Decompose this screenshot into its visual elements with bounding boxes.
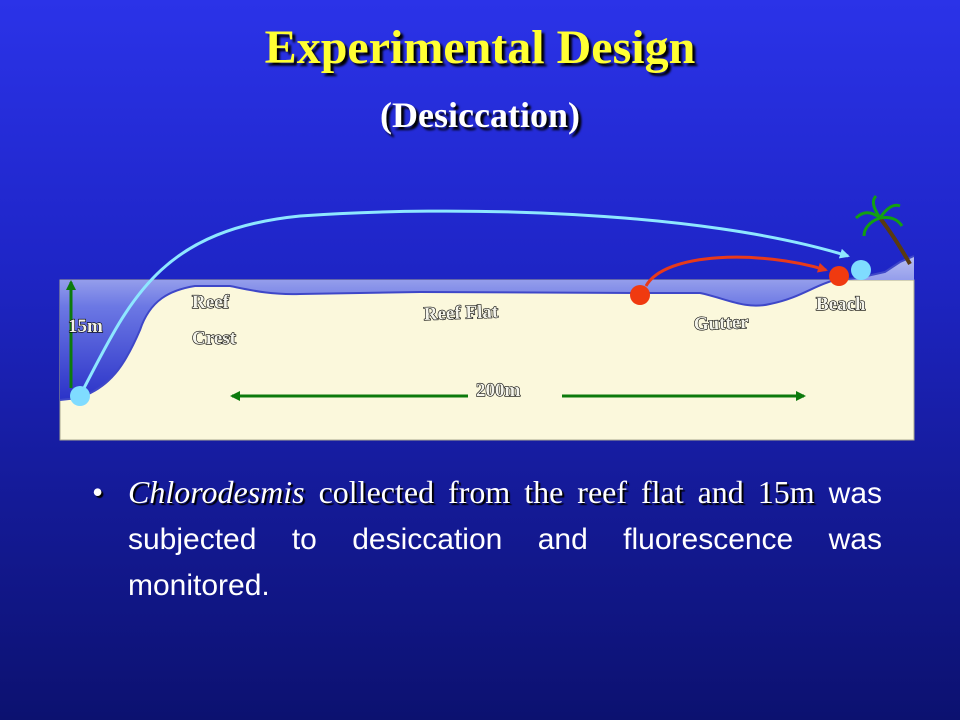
bullet-icon: • [92,474,104,510]
reef-flat-site-marker [630,285,650,305]
reef-flat-label: Reef Flat [423,301,499,325]
slide-title: Experimental Design [264,21,696,74]
deep-site-marker [70,386,90,406]
beach-cyan-marker [851,260,871,280]
sand-panel [59,279,915,441]
beach-red-marker [829,266,849,286]
transfer-arrow-15m-to-beach [82,209,850,389]
reef-profile-diagram: 15m Reef Crest Reef Flat Gutter Beach 20… [59,194,915,441]
beach-label: Beach [816,294,866,315]
transfer-arrow-reef-flat-to-beach [644,255,828,287]
slide-subtitle: (Desiccation) [380,95,580,135]
gutter-label: Gutter [693,312,749,335]
water-body [60,256,914,400]
reef-crest-label-line2: Crest [192,328,237,349]
palm-tree-icon [854,194,912,265]
distance-label: 200m [476,380,521,401]
seabed-profile [59,255,915,401]
bullet-point: • Chlorodesmis collected from the reef f… [92,470,882,608]
species-name: Chlorodesmis [128,474,305,510]
depth-label: 15m [68,316,103,337]
bullet-text-rest: was subjected to desiccation and fluores… [128,477,883,602]
reef-crest-label-line1: Reef [192,292,230,313]
bullet-text-line1: collected from the reef flat and 15m [304,474,815,510]
